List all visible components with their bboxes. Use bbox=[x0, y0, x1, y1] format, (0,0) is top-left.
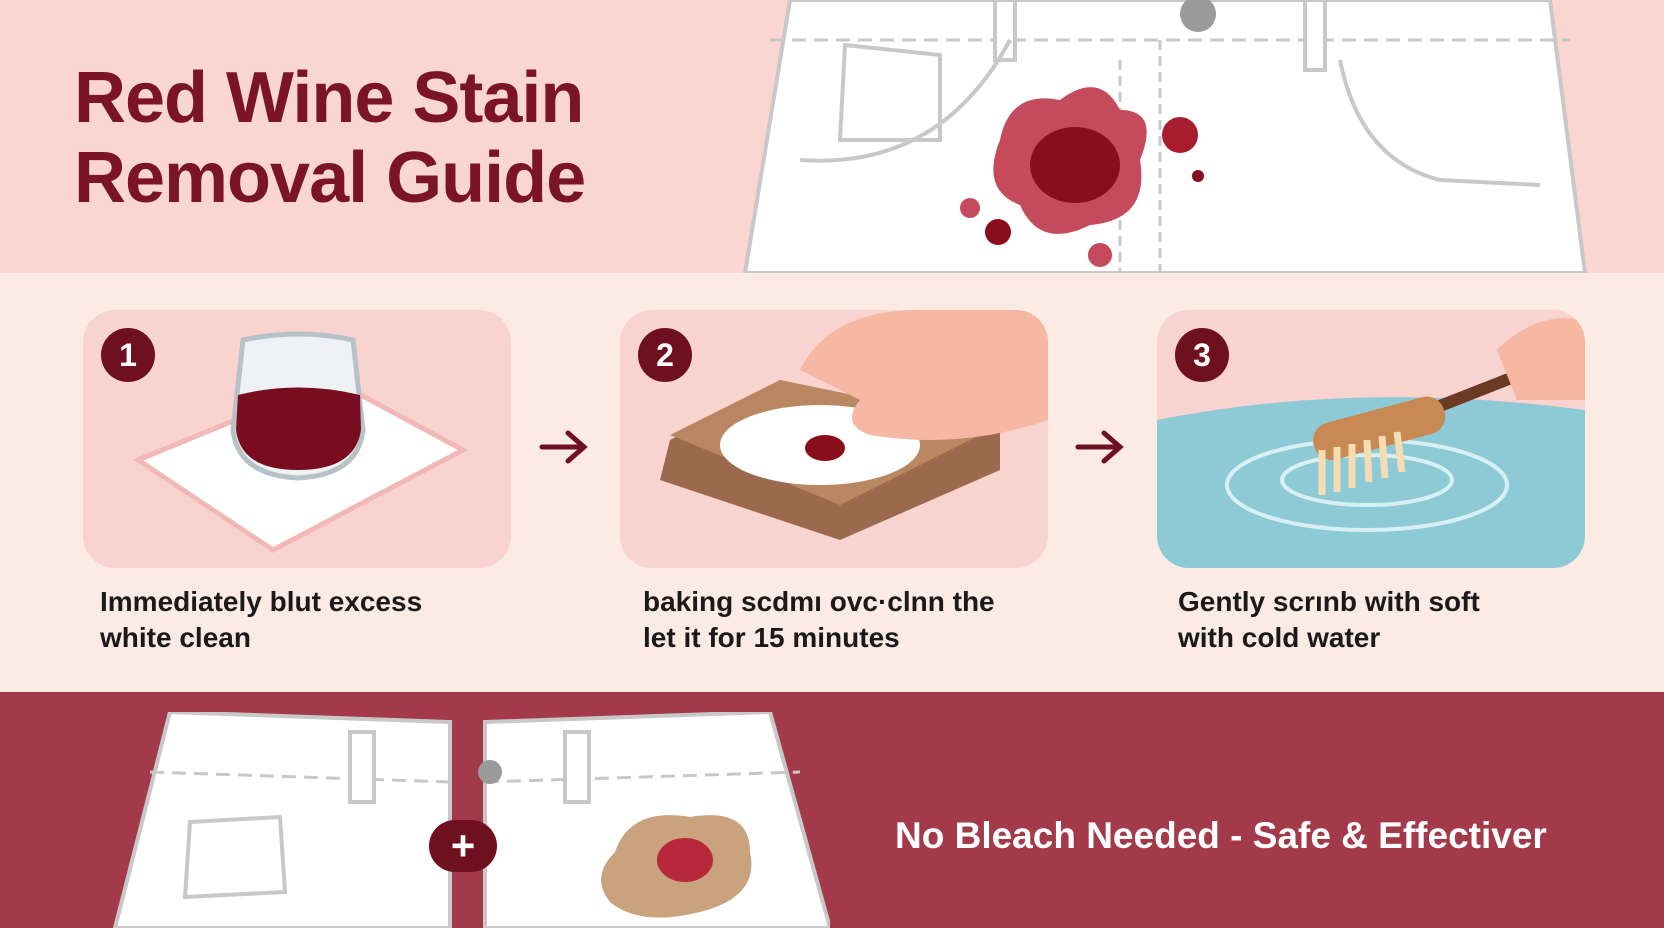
step-1-line-1: Immediately blut excess bbox=[100, 586, 423, 617]
step-1-badge: 1 bbox=[101, 328, 155, 382]
title-line-1: Red Wine Stain bbox=[74, 58, 584, 138]
step-3-line-2: with cold water bbox=[1178, 622, 1381, 653]
page-title: Red Wine Stain Removal Guide bbox=[74, 58, 586, 218]
step-2-text: baking scdmı ovc·clnn the let it for 15 … bbox=[643, 584, 1063, 656]
step-2-line-1: baking scdmı ovc·clnn the bbox=[643, 586, 995, 617]
arrow-right-icon bbox=[539, 430, 588, 464]
step-3-text: Gently scrınb with soft with cold water bbox=[1178, 584, 1598, 656]
title-line-2: Removal Guide bbox=[74, 138, 586, 218]
before-after-jeans-illustration bbox=[112, 712, 830, 928]
step-1-line-2: white clean bbox=[100, 622, 251, 653]
step-3-line-1: Gently scrınb with soft bbox=[1178, 586, 1480, 617]
hand-icon bbox=[800, 310, 1048, 440]
footer-tagline: No Bleach Needed - Safe & Effectiver bbox=[895, 815, 1547, 856]
plus-icon: + bbox=[429, 820, 497, 872]
step-2-line-2: let it for 15 minutes bbox=[643, 622, 900, 653]
stained-jeans-illustration bbox=[742, 0, 1588, 273]
footer-band: + bbox=[0, 692, 1664, 928]
step-3-badge: 3 bbox=[1175, 328, 1229, 382]
step-2-badge: 2 bbox=[638, 328, 692, 382]
scrub-brush-icon bbox=[1313, 396, 1446, 461]
arrow-right-icon bbox=[1075, 430, 1124, 464]
step-1-text: Immediately blut excess white clean bbox=[100, 584, 520, 656]
hand-icon bbox=[1497, 318, 1585, 400]
